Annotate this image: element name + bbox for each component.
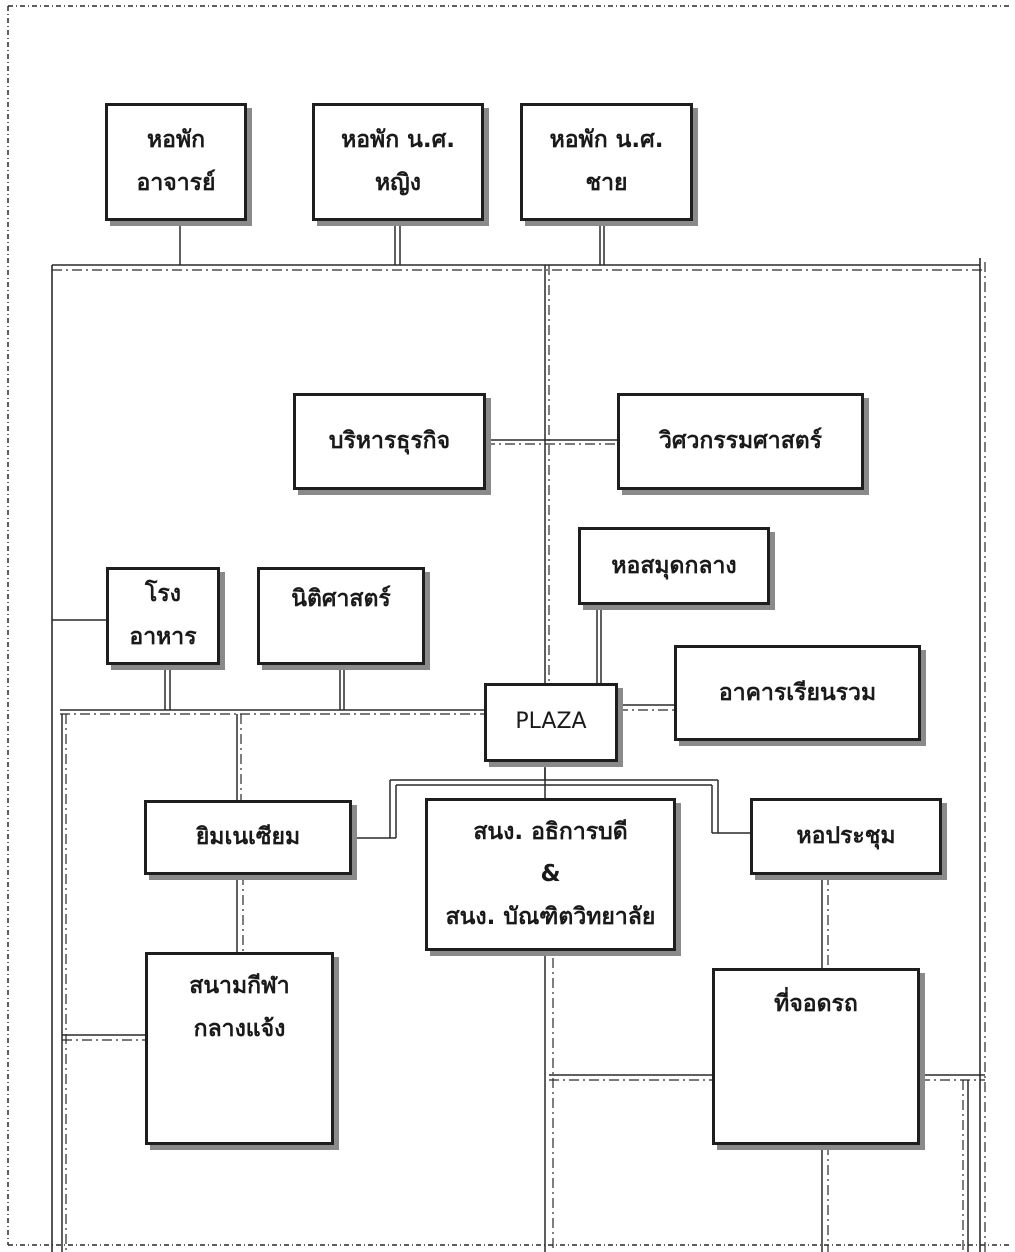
gymnasium-label: ยิมเนเซียม: [195, 824, 301, 851]
business-admin-label: บริหารธุรกิจ: [328, 428, 451, 455]
law-label: นิติศาสตร์: [291, 586, 391, 612]
classroom-building-box: อาคารเรียนรวม: [674, 645, 921, 741]
law-box: นิติศาสตร์: [257, 567, 425, 665]
dorm-female-label-2: หญิง: [375, 170, 421, 196]
canteen-label-2: อาหาร: [129, 624, 197, 650]
auditorium-box: หอประชุม: [750, 798, 942, 875]
classroom-building-label: อาคารเรียนรวม: [718, 679, 877, 706]
engineering-box: วิศวกรรมศาสตร์: [617, 393, 864, 490]
sports-field-label-2: กลางแจ้ง: [193, 1015, 286, 1042]
plaza-box: PLAZA: [484, 683, 618, 762]
dorm-male-label-2: ชาย: [585, 170, 628, 196]
dorm-faculty-label-2: อาจารย์: [136, 170, 216, 196]
admin-office-label-2: &: [540, 861, 561, 888]
auditorium-label: หอประชุม: [796, 823, 896, 850]
dorm-female-label-1: หอพัก น.ศ.: [341, 127, 455, 154]
admin-office-label-1: สนง. อธิการบดี: [473, 818, 628, 845]
sports-field-label-1: สนามกีฬา: [189, 973, 290, 999]
central-library-box: หอสมุดกลาง: [578, 527, 770, 605]
dorm-faculty-label-1: หอพัก: [146, 127, 206, 154]
sports-field-box: สนามกีฬา กลางแจ้ง: [145, 952, 334, 1145]
gymnasium-box: ยิมเนเซียม: [144, 800, 352, 875]
central-library-label: หอสมุดกลาง: [611, 552, 737, 579]
canteen-box: โรง อาหาร: [106, 567, 220, 665]
admin-office-box: สนง. อธิการบดี & สนง. บัณฑิตวิทยาลัย: [425, 798, 676, 951]
admin-office-label-3: สนง. บัณฑิตวิทยาลัย: [445, 903, 656, 930]
parking-label: ที่จอดรถ: [774, 991, 858, 1017]
canteen-label-1: โรง: [145, 581, 181, 608]
dorm-male-label-1: หอพัก น.ศ.: [549, 127, 664, 154]
dorm-female-box: หอพัก น.ศ. หญิง: [312, 103, 484, 221]
parking-box: ที่จอดรถ: [712, 968, 920, 1145]
engineering-label: วิศวกรรมศาสตร์: [658, 428, 823, 455]
plaza-label: PLAZA: [515, 709, 587, 735]
dorm-male-box: หอพัก น.ศ. ชาย: [520, 103, 693, 221]
dorm-faculty-box: หอพัก อาจารย์: [105, 103, 247, 221]
business-admin-box: บริหารธุรกิจ: [293, 393, 486, 490]
